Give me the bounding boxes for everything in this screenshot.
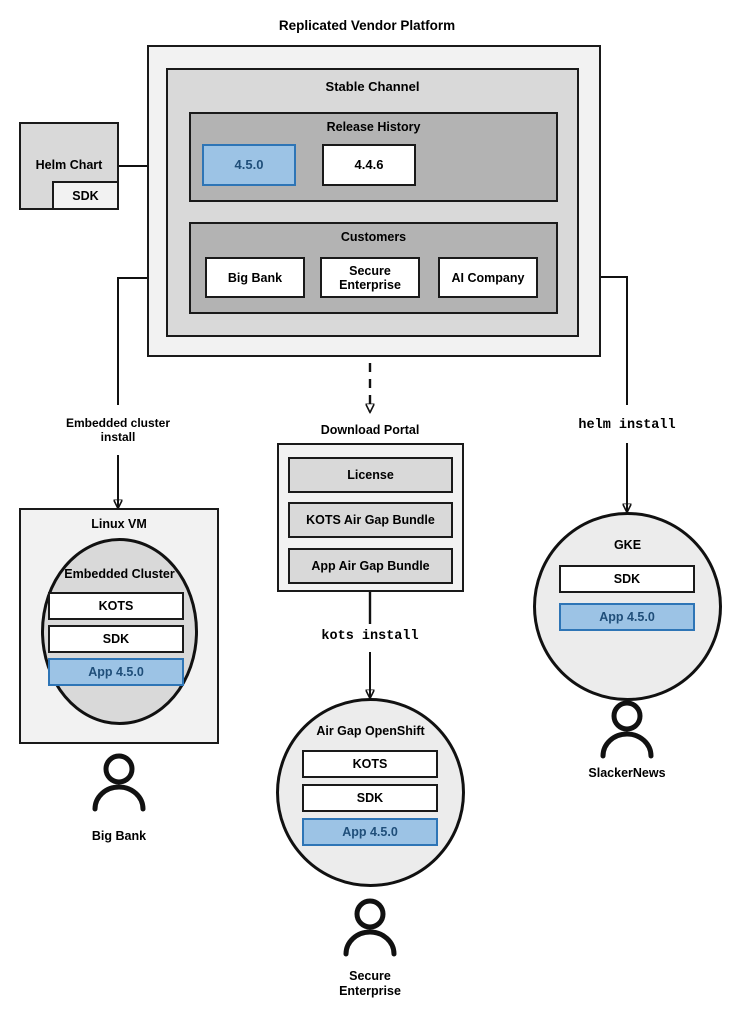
download-portal-item-kots-air-gap-bundle[interactable]: KOTS Air Gap Bundle xyxy=(288,502,453,538)
person-icon-slackernews xyxy=(600,700,654,759)
download-portal-title: Download Portal xyxy=(320,423,420,437)
flow-label-embedded-cluster-install: Embedded cluster install xyxy=(65,416,171,445)
release-chip-4-4-6[interactable]: 4.4.6 xyxy=(322,144,416,186)
person-icon-big-bank xyxy=(92,753,146,812)
stable-channel-title: Stable Channel xyxy=(325,79,420,94)
actor-label-big-bank: Big Bank xyxy=(91,829,147,843)
gke-title: GKE xyxy=(613,538,642,552)
linux-vm-component-sdk[interactable]: SDK xyxy=(48,625,184,653)
actor-label-secure-enterprise: Secure Enterprise xyxy=(339,969,401,998)
openshift-component-app[interactable]: App 4.5.0 xyxy=(302,818,438,846)
gke-component-sdk[interactable]: SDK xyxy=(559,565,695,593)
release-chip-4-5-0[interactable]: 4.5.0 xyxy=(202,144,296,186)
gke-component-app[interactable]: App 4.5.0 xyxy=(559,603,695,631)
linux-vm-component-kots[interactable]: KOTS xyxy=(48,592,184,620)
helm-chart-sdk-box[interactable]: SDK xyxy=(52,181,119,210)
customers-title: Customers xyxy=(340,230,407,244)
release-history-title: Release History xyxy=(326,120,421,134)
embedded-cluster-title: Embedded Cluster xyxy=(64,567,175,581)
customer-big-bank[interactable]: Big Bank xyxy=(205,257,305,298)
openshift-component-kots[interactable]: KOTS xyxy=(302,750,438,778)
flow-label-helm-install: helm install xyxy=(578,418,676,433)
linux-vm-title: Linux VM xyxy=(91,517,147,531)
download-portal-item-app-air-gap-bundle[interactable]: App Air Gap Bundle xyxy=(288,548,453,584)
customer-secure-enterprise[interactable]: Secure Enterprise xyxy=(320,257,420,298)
person-icon-secure-enterprise xyxy=(343,898,397,957)
page-title: Replicated Vendor Platform xyxy=(278,18,456,33)
actor-label-slackernews: SlackerNews xyxy=(588,766,666,780)
linux-vm-component-app[interactable]: App 4.5.0 xyxy=(48,658,184,686)
openshift-component-sdk[interactable]: SDK xyxy=(302,784,438,812)
air-gap-openshift-title: Air Gap OpenShift xyxy=(316,724,425,738)
flow-label-kots-install: kots install xyxy=(321,629,419,644)
download-portal-item-license[interactable]: License xyxy=(288,457,453,493)
customer-ai-company[interactable]: AI Company xyxy=(438,257,538,298)
